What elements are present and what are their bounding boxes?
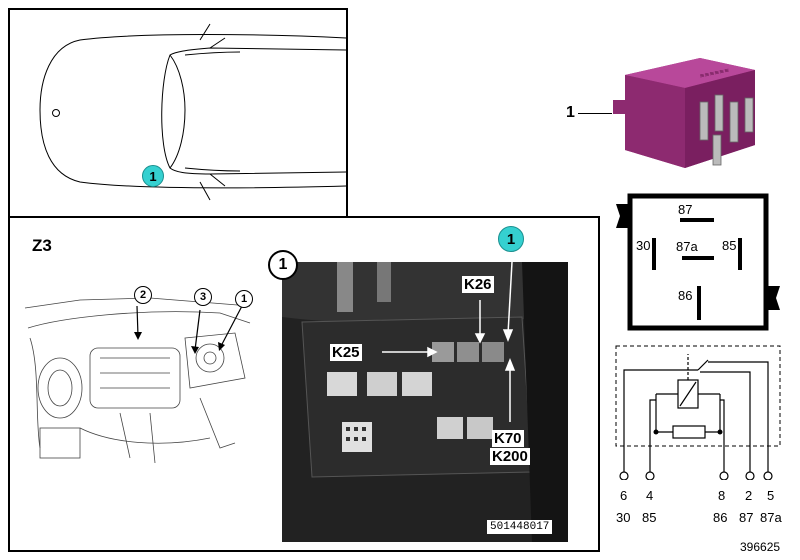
photo-code: 501448017 bbox=[487, 520, 553, 534]
schematic-number-5: 5 bbox=[767, 488, 775, 503]
callout-3-engine-label: 3 bbox=[199, 291, 207, 303]
label-k70: K70 bbox=[492, 430, 524, 447]
fuse-box-photo: K26 K25 K70 K200 501448017 bbox=[282, 262, 568, 542]
schematic-number-8: 8 bbox=[718, 488, 726, 503]
callout-1-photo: 1 bbox=[268, 250, 298, 280]
callout-1-photo-label: 1 bbox=[278, 256, 288, 273]
label-k200: K200 bbox=[490, 448, 530, 465]
schematic-terminal-87a: 87a bbox=[760, 510, 782, 525]
callout-1-engine: 1 bbox=[235, 290, 253, 308]
label-k25: K25 bbox=[330, 344, 362, 361]
schematic-terminal-30: 30 bbox=[616, 510, 631, 525]
engine-bay-panel: Z3 2 3 1 bbox=[8, 216, 600, 552]
relay-pin-diagram: 87 30 87a 85 86 bbox=[612, 190, 784, 338]
label-k26: K26 bbox=[462, 276, 494, 293]
relay-schematic bbox=[615, 345, 781, 480]
schematic-terminal-85: 85 bbox=[642, 510, 657, 525]
callout-1-car: 1 bbox=[142, 165, 164, 187]
schematic-number-4: 4 bbox=[646, 488, 654, 503]
pin-85: 85 bbox=[722, 238, 737, 253]
pin-87a: 87a bbox=[676, 239, 698, 254]
part-label: 1 bbox=[566, 104, 575, 121]
schematic-number-2: 2 bbox=[745, 488, 753, 503]
relay-image: ≡≡≡≡≡≡ bbox=[613, 58, 755, 168]
car-outline-drawing bbox=[39, 23, 346, 201]
callout-1-photo-teal-label: 1 bbox=[506, 230, 516, 248]
schematic-terminal-87: 87 bbox=[739, 510, 754, 525]
callout-1-engine-label: 1 bbox=[240, 293, 248, 305]
car-top-view-panel: 1 bbox=[8, 8, 348, 218]
callout-3-engine: 3 bbox=[194, 288, 212, 306]
model-label: Z3 bbox=[32, 236, 52, 255]
callout-1-car-label: 1 bbox=[149, 168, 157, 184]
diagram-number: 396625 bbox=[740, 540, 781, 554]
schematic-terminal-86: 86 bbox=[713, 510, 728, 525]
callout-2-engine: 2 bbox=[134, 286, 152, 304]
callout-1-photo-teal: 1 bbox=[498, 226, 524, 252]
part-leader-line bbox=[578, 113, 612, 114]
schematic-number-6: 6 bbox=[620, 488, 628, 503]
pin-86: 86 bbox=[678, 288, 693, 303]
callout-2-engine-label: 2 bbox=[139, 289, 147, 301]
pin-87: 87 bbox=[678, 202, 693, 217]
pin-30: 30 bbox=[636, 238, 651, 253]
engine-bay-sketch bbox=[24, 297, 251, 464]
